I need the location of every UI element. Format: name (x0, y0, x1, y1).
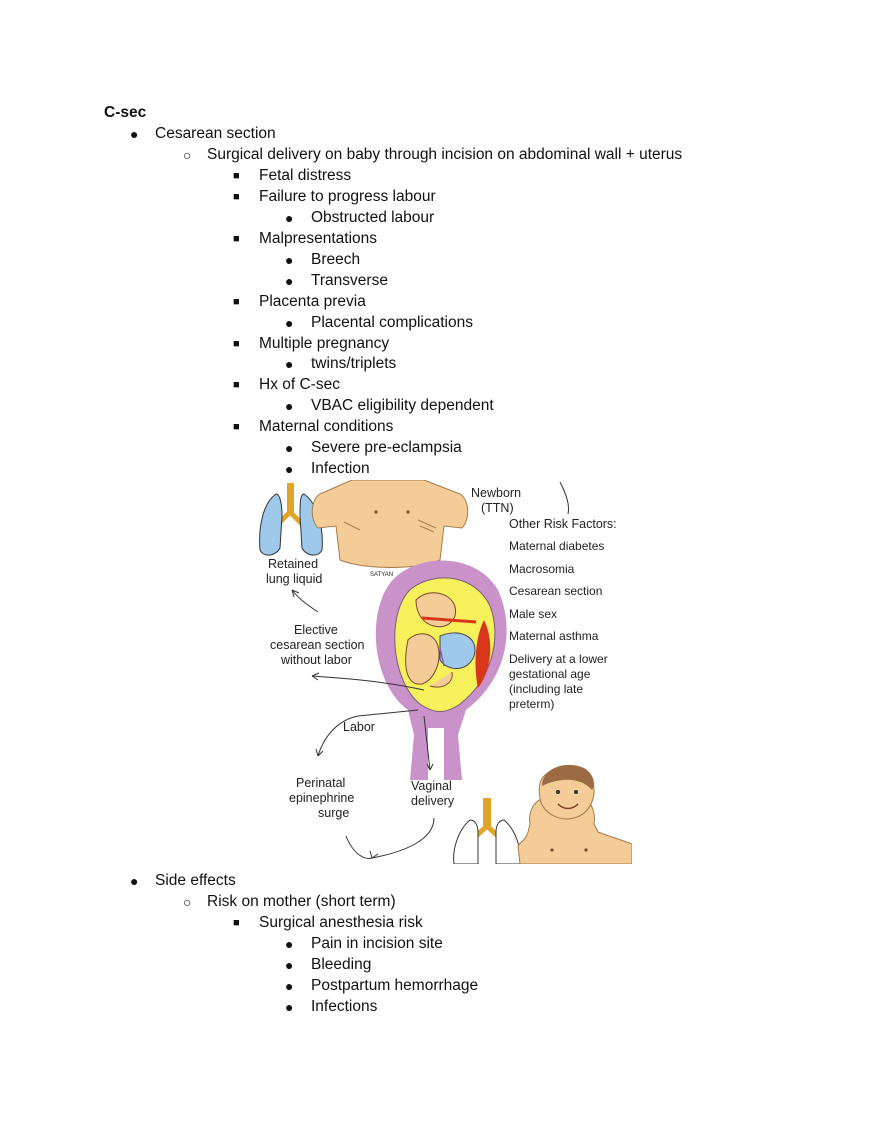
baby-illustration (517, 764, 632, 864)
bullet-marker: ● (285, 251, 294, 268)
list-item-level-4: VBAC eligibility dependent (311, 397, 494, 415)
bullet-marker: ● (130, 873, 139, 889)
lungs-top-icon (259, 483, 323, 556)
bullet-marker: ● (285, 977, 294, 994)
bullet-marker: ● (285, 272, 294, 289)
list-item-level-4: Breech (311, 250, 361, 268)
bullet-marker: ● (285, 935, 294, 952)
risk-factor-5: Delivery at a lower (509, 652, 608, 666)
list-item-level-4: Infections (311, 997, 378, 1015)
list-item-level-1: Side effects (155, 872, 236, 889)
illustrator-credit: SATYAN (370, 572, 393, 578)
bullet-marker: ○ (183, 893, 192, 910)
bullet-marker: ● (285, 398, 294, 415)
risk-factor-2: Cesarean section (509, 584, 602, 598)
list-item-level-4: Infection (311, 460, 370, 478)
bullet-marker: ● (285, 209, 294, 226)
bullet-marker: ○ (183, 146, 192, 163)
bullet-marker: ● (130, 126, 139, 142)
bullet-marker: ● (285, 998, 294, 1015)
retained-label-1: Retained (268, 557, 318, 571)
list-item-level-1: Cesarean section (155, 125, 276, 142)
list-item-level-3: Failure to progress labour (259, 187, 436, 205)
bullet-marker: ● (285, 440, 294, 457)
list-item-level-3: Fetal distress (259, 166, 352, 184)
risk-factor-8: preterm) (509, 697, 554, 711)
list-item-level-4: Transverse (311, 271, 388, 289)
bullet-marker: ■ (233, 190, 240, 203)
list-item-level-3: Hx of C-sec (259, 376, 340, 394)
list-item-level-4: Placental complications (311, 313, 473, 331)
risk-factor-0: Maternal diabetes (509, 539, 604, 553)
risk-factor-6: gestational age (509, 667, 591, 681)
newborn-torso-top (311, 480, 469, 568)
list-item-level-3: Maternal conditions (259, 418, 394, 436)
risk-factor-1: Macrosomia (509, 562, 575, 576)
bullet-marker: ■ (233, 379, 240, 392)
bullet-marker: ● (285, 956, 294, 973)
retained-label-2: lung liquid (266, 572, 322, 586)
list-item-level-3: Multiple pregnancy (259, 334, 390, 352)
bullet-marker: ● (285, 314, 294, 331)
bullet-marker: ■ (233, 295, 240, 308)
vaginal-label-2: delivery (411, 794, 455, 808)
newborn-label: Newborn (471, 486, 521, 500)
elective-label-2: cesarean section (270, 638, 365, 652)
risk-factors-title: Other Risk Factors: (509, 517, 617, 531)
bullet-marker: ■ (233, 421, 240, 434)
list-item-level-3: Malpresentations (259, 229, 378, 247)
uterus-illustration (375, 560, 507, 780)
flow-arrows (291, 481, 569, 859)
list-item-level-3: Placenta previa (259, 292, 366, 310)
list-item-level-4: twins/triplets (311, 355, 397, 373)
vaginal-label-1: Vaginal (411, 779, 452, 793)
bullet-marker: ● (285, 461, 294, 478)
list-item-level-4: Severe pre-eclampsia (311, 439, 462, 457)
bullet-marker: ■ (233, 169, 240, 182)
section-title: C-sec (104, 104, 147, 121)
ttn-diagram: SATYAN (248, 480, 632, 864)
list-item-level-2: Surgical delivery on baby through incisi… (207, 145, 683, 163)
bullet-marker: ■ (233, 232, 240, 245)
list-item-level-3: Surgical anesthesia risk (259, 913, 423, 931)
elective-label-3: without labor (280, 653, 352, 667)
bullet-marker: ■ (233, 916, 240, 929)
list-item-level-4: Postpartum hemorrhage (311, 976, 479, 994)
list-item-level-4: Pain in incision site (311, 934, 443, 952)
labor-label: Labor (343, 720, 375, 734)
list-item-level-4: Obstructed labour (311, 208, 435, 226)
elective-label-1: Elective (294, 623, 338, 637)
risk-factor-7: (including late (509, 682, 583, 696)
perinatal-label-2: epinephrine (289, 791, 354, 805)
bullet-marker: ● (285, 356, 294, 373)
diagram-svg: SATYAN (259, 480, 632, 864)
perinatal-label-1: Perinatal (296, 776, 345, 790)
lungs-bottom-icon (453, 798, 521, 864)
ttn-label: (TTN) (481, 501, 514, 515)
perinatal-label-3: surge (318, 806, 349, 820)
risk-factor-4: Maternal asthma (509, 629, 599, 643)
list-item-level-2: Risk on mother (short term) (207, 892, 396, 910)
bullet-marker: ■ (233, 337, 240, 350)
risk-factor-3: Male sex (509, 607, 557, 621)
list-item-level-4: Bleeding (311, 955, 372, 973)
